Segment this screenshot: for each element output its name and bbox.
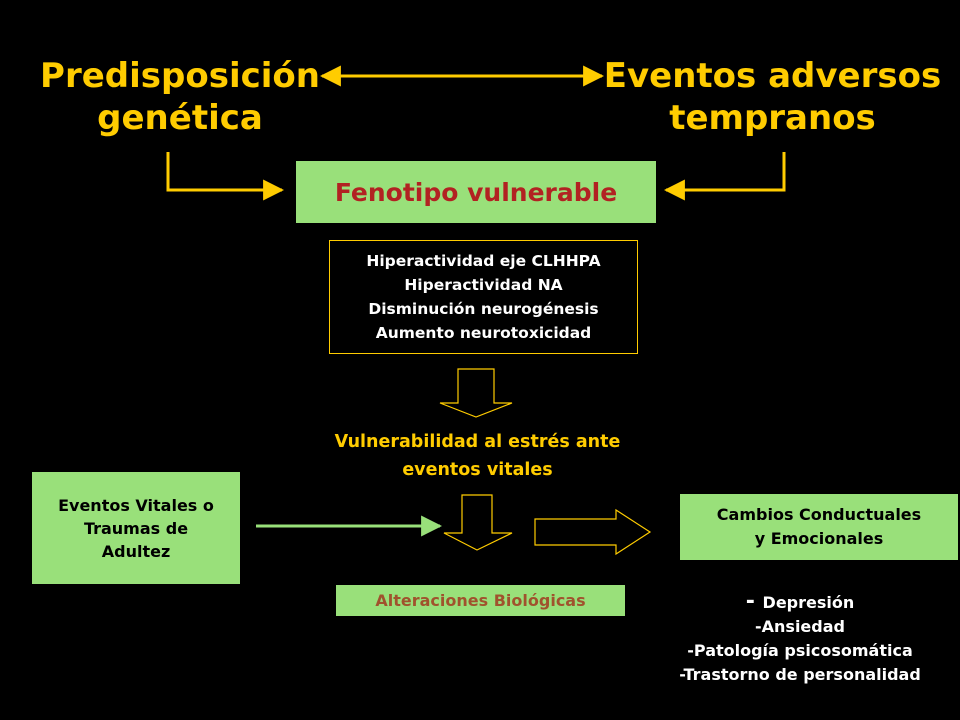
title-line: tempranos bbox=[669, 98, 876, 138]
life-events-line: Traumas de bbox=[83, 518, 189, 538]
outcome-item: -Patología psicosomática bbox=[640, 639, 960, 663]
outcome-dash: - bbox=[687, 641, 694, 660]
outcome-dash: - bbox=[745, 589, 763, 614]
block-arrow-down-2 bbox=[443, 494, 513, 551]
outcome-item: -Trastorno de personalidad bbox=[640, 663, 960, 687]
vulnerability-line: eventos vitales bbox=[402, 460, 553, 480]
title-line: Eventos adversos bbox=[603, 56, 942, 96]
outcome-dash: - bbox=[755, 617, 762, 636]
outcome-item: - Depresión bbox=[640, 590, 960, 615]
outcome-dash: - bbox=[679, 665, 684, 684]
right-elbow-arrow bbox=[663, 152, 786, 201]
phenotype-label: Fenotipo vulnerable bbox=[334, 177, 618, 207]
genetic-predisposition-title: Predisposición genética bbox=[30, 55, 330, 139]
mechanisms-box: Hiperactividad eje CLHHPA Hiperactividad… bbox=[329, 240, 638, 354]
outcomes-list: - Depresión -Ansiedad -Patología psicoso… bbox=[640, 590, 960, 687]
title-line: genética bbox=[97, 98, 263, 138]
adult-life-events-box: Eventos Vitales o Traumas de Adultez bbox=[32, 472, 240, 584]
mechanism-item: Hiperactividad eje CLHHPA bbox=[366, 252, 601, 270]
outcome-label: Trastorno de personalidad bbox=[683, 665, 921, 684]
mechanism-item: Disminución neurogénesis bbox=[368, 300, 599, 318]
early-adverse-events-title: Eventos adversos tempranos bbox=[600, 55, 945, 139]
mechanism-item: Aumento neurotoxicidad bbox=[375, 324, 592, 342]
title-line: Predisposición bbox=[40, 56, 320, 96]
outcome-label: Depresión bbox=[762, 593, 855, 612]
outcome-label: Patología psicosomática bbox=[693, 641, 913, 660]
vulnerability-line: Vulnerabilidad al estrés ante bbox=[334, 432, 621, 452]
mechanism-item: Hiperactividad NA bbox=[404, 276, 563, 294]
behavioral-changes-box: Cambios Conductuales y Emocionales bbox=[680, 494, 958, 560]
vulnerable-phenotype-box: Fenotipo vulnerable bbox=[296, 161, 656, 223]
biological-alterations-box: Alteraciones Biológicas bbox=[336, 585, 625, 616]
behavioral-line: Cambios Conductuales bbox=[716, 505, 922, 524]
life-events-line: Eventos Vitales o bbox=[58, 495, 214, 515]
outcome-item: -Ansiedad bbox=[640, 615, 960, 639]
block-arrow-right bbox=[534, 508, 652, 556]
left-elbow-arrow bbox=[166, 152, 285, 201]
biological-label: Alteraciones Biológicas bbox=[375, 591, 586, 610]
behavioral-line: y Emocionales bbox=[754, 529, 884, 548]
block-arrow-down-1 bbox=[439, 368, 513, 418]
life-events-line: Adultez bbox=[101, 541, 171, 561]
stress-vulnerability-text: Vulnerabilidad al estrés ante eventos vi… bbox=[280, 428, 675, 484]
outcome-label: Ansiedad bbox=[761, 617, 845, 636]
